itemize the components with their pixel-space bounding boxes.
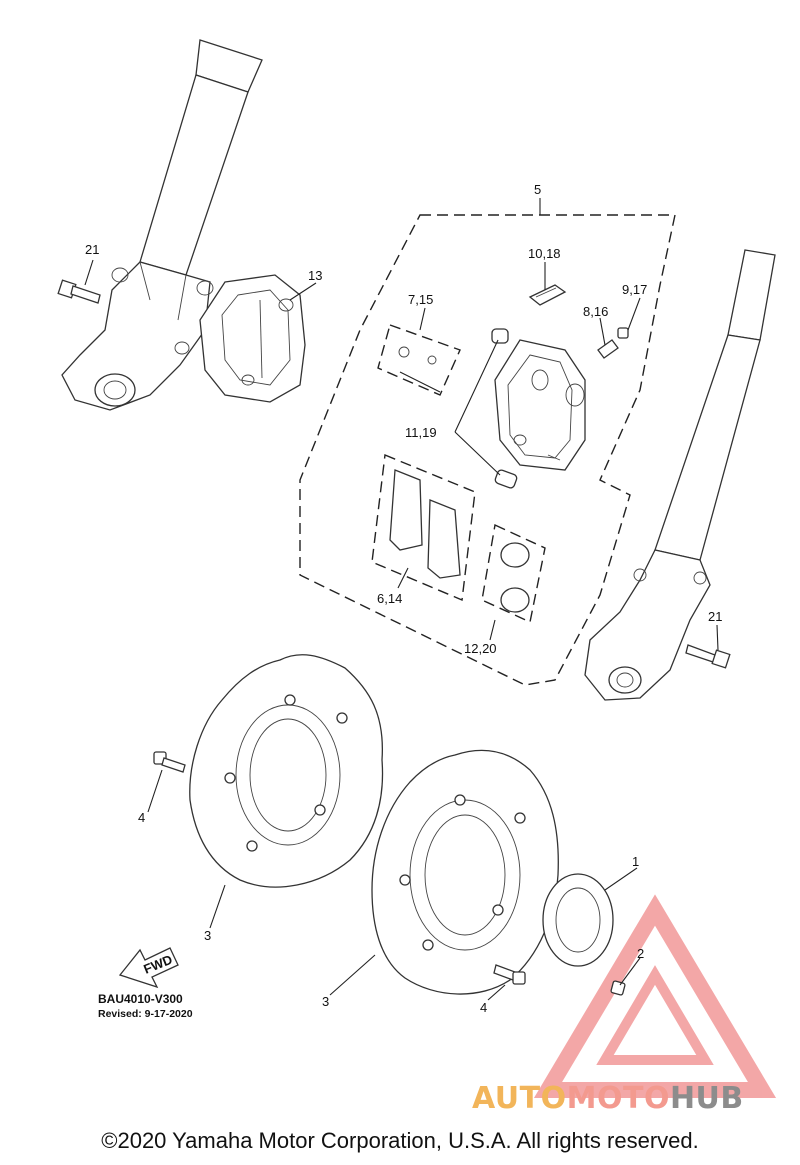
callout-11-19: 11,19 (405, 425, 437, 440)
copyright-notice: ©2020 Yamaha Motor Corporation, U.S.A. A… (101, 1128, 699, 1153)
callout-21-right: 21 (708, 609, 722, 624)
callout-10-18: 10,18 (528, 246, 561, 261)
callout-5: 5 (534, 182, 541, 197)
brake-pads (371, 454, 476, 602)
callout-3-right: 3 (322, 994, 329, 1009)
left-caliper (199, 274, 306, 403)
callout-4-right: 4 (480, 1000, 487, 1015)
callout-21-left: 21 (85, 242, 99, 257)
callout-13: 13 (308, 268, 322, 283)
callout-3-left: 3 (204, 928, 211, 943)
pistons (481, 523, 546, 624)
watermark-auto: AUTO (472, 1081, 567, 1116)
bleed-screw (597, 327, 629, 359)
rotor-screw (610, 980, 626, 996)
diagram-code: BAU4010-V300 (98, 992, 183, 1006)
leader-lines (84, 198, 719, 1001)
callout-4-left: 4 (138, 810, 145, 825)
callout-6-14: 6,14 (377, 591, 402, 606)
disc-bolt-left (153, 751, 186, 773)
revised-date: Revised: 9-17-2020 (98, 1008, 193, 1020)
watermark-moto: MOTO (566, 1081, 670, 1116)
pad-spring (528, 284, 567, 306)
disc-bolt-right (493, 964, 526, 985)
watermark-triangle (533, 894, 777, 1098)
callout-labels: 21 13 5 10,18 9,17 7,15 8,16 11,19 6,14 … (85, 182, 722, 1015)
brake-disc-right (371, 749, 559, 995)
left-bolt (57, 279, 101, 304)
fwd-arrow-icon: FWD (118, 947, 179, 989)
callout-9-17: 9,17 (622, 282, 647, 297)
pad-pins (377, 324, 461, 396)
watermark-hub: HUB (669, 1081, 744, 1116)
callout-2: 2 (637, 946, 644, 961)
diagram-code-block: BAU4010-V300 Revised: 9-17-2020 (98, 992, 193, 1022)
brake-disc-left (189, 654, 384, 888)
callout-1: 1 (632, 854, 639, 869)
caliper-assembly-box (299, 214, 676, 686)
callout-7-15: 7,15 (408, 292, 433, 307)
right-bolt (685, 644, 731, 669)
caliper-body (491, 328, 586, 471)
left-fork-assembly (61, 39, 263, 411)
slide-pin (494, 469, 518, 489)
callout-8-16: 8,16 (583, 304, 608, 319)
right-fork-assembly (584, 249, 776, 701)
callout-12-20: 12,20 (464, 641, 497, 656)
watermark-logo: AUTOMOTOHUB (472, 1081, 744, 1116)
sensor-rotor (542, 873, 614, 967)
